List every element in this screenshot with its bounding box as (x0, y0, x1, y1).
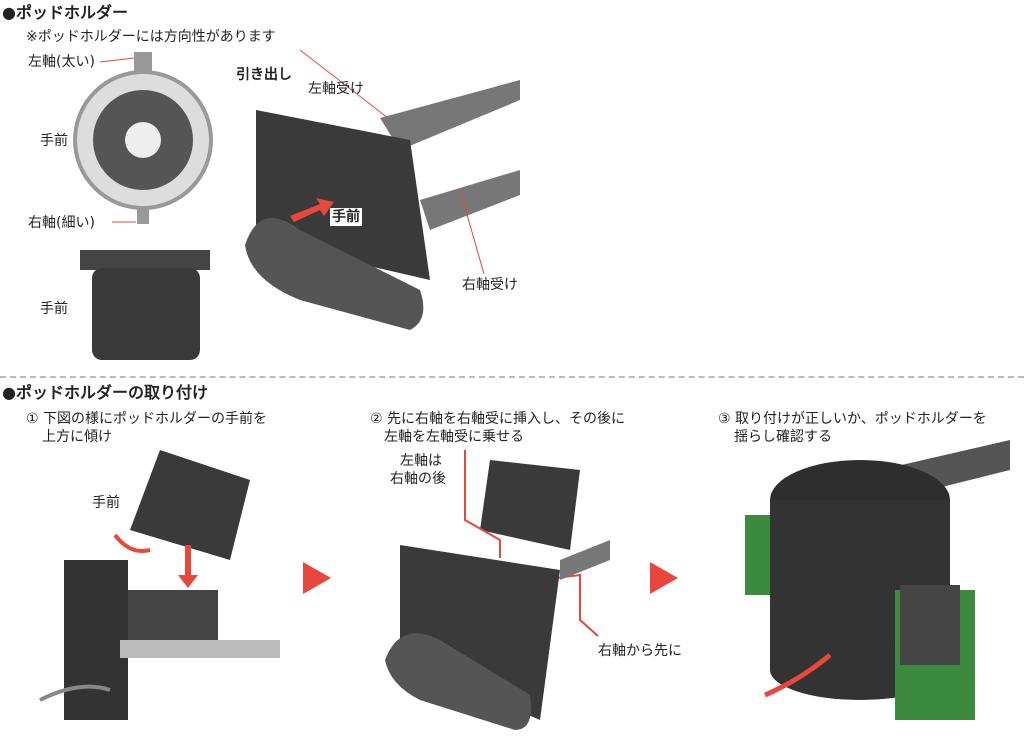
step1-label-front: 手前 (92, 495, 120, 511)
label-front-top: 手前 (40, 133, 68, 149)
pod-holder-side-view (80, 250, 210, 270)
section-title-install: ●ポッドホルダーの取り付け (2, 383, 208, 402)
drawer-rail (380, 80, 520, 150)
label-left-bearing: 左軸受け (308, 81, 364, 97)
step2-text-line1: ② 先に右軸を右軸受に挿入し、その後に (370, 411, 625, 427)
section-divider (0, 376, 1024, 378)
shake-arrow (764, 653, 832, 698)
step1-drawer-front (64, 560, 128, 720)
label-front-side: 手前 (40, 301, 68, 317)
step1-rail (120, 640, 280, 658)
label-right-axis: 右軸(細い) (28, 215, 95, 231)
section-title-pod-holder: ●ポッドホルダー (2, 3, 128, 22)
tilt-arrow (113, 533, 151, 553)
next-step-arrow-2 (650, 562, 678, 594)
label-left-axis: 左軸(太い) (28, 54, 95, 70)
front-arrow (290, 198, 334, 222)
step3-text-line1: ③ 取り付けが正しいか、ポッドホルダーを (718, 411, 987, 427)
step3-text-line2: 揺らし確認する (734, 429, 832, 445)
step1-pod-holder (130, 450, 250, 560)
step2-label-left-after-2: 右軸の後 (390, 471, 446, 487)
step2-label-left-after-1: 左軸は (400, 453, 442, 469)
install-step-illustrations (39, 440, 1010, 730)
orientation-note: ※ポッドホルダーには方向性があります (26, 29, 276, 45)
label-drawer: 引き出し (236, 67, 292, 83)
step1-text-line2: 上方に傾け (42, 429, 112, 445)
label-front-drawer: 手前 (330, 208, 362, 226)
left-axis-shaft (134, 52, 152, 74)
next-step-arrow-1 (303, 562, 331, 594)
step1-text-line1: ① 下図の様にポッドホルダーの手前を (26, 411, 267, 427)
pod-holder-illustrations (73, 49, 520, 360)
step2-pod-holder (480, 460, 580, 550)
step2-text-line2: 左軸を左軸受に乗せる (384, 429, 524, 445)
label-right-bearing: 右軸受け (462, 277, 518, 293)
drawer-handle (245, 218, 424, 330)
down-arrow (185, 545, 191, 575)
step2-label-right-first: 右軸から先に (598, 643, 682, 659)
